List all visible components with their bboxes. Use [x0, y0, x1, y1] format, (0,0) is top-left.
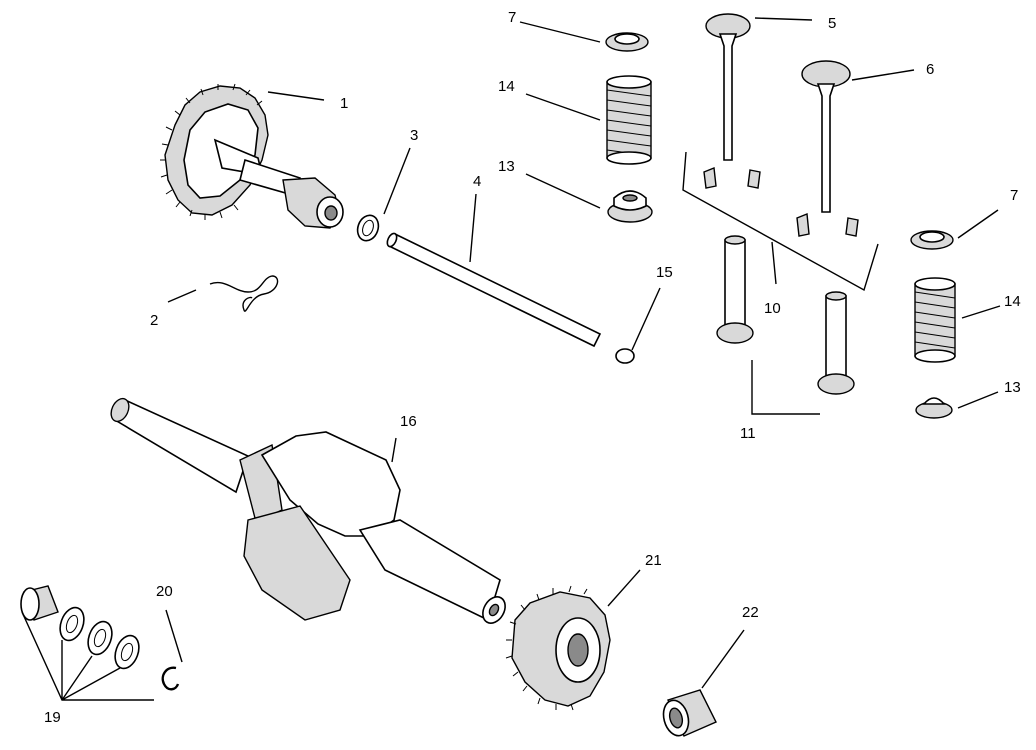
callout-5: 5 [828, 15, 836, 32]
callout-11: 11 [740, 425, 756, 442]
valve-keepers-part [682, 151, 879, 292]
crank-gear-part [505, 585, 611, 711]
callout-22: 22 [742, 604, 759, 621]
callout-2: 2 [150, 312, 158, 329]
valve-rotator-right-part [915, 397, 953, 419]
leader-lines [21, 17, 1001, 701]
rod-part [386, 232, 602, 348]
callout-19: 19 [44, 709, 61, 726]
crankshaft-part [110, 397, 506, 624]
valve-5-part [705, 13, 751, 161]
washer-part [356, 214, 380, 242]
wire-spring-part [209, 275, 279, 312]
spring-retainer-top-part [605, 32, 649, 52]
callout-13-top: 13 [498, 158, 515, 175]
callout-13-right: 13 [1004, 379, 1021, 396]
callout-labels: 1 2 3 4 5 6 7 7 10 11 13 13 14 14 15 16 … [44, 9, 1021, 726]
pin-part [615, 348, 635, 364]
spring-retainer-right-part [910, 230, 954, 250]
callout-3: 3 [410, 127, 418, 144]
callout-7-right: 7 [1010, 187, 1018, 204]
tappet-right-part [817, 291, 855, 395]
tappet-left-part [716, 235, 754, 344]
callout-20: 20 [156, 583, 173, 600]
valve-6-part [801, 60, 851, 213]
callout-4: 4 [473, 173, 481, 190]
callout-15: 15 [656, 264, 673, 281]
valve-rotator-top-part [607, 190, 653, 223]
callout-21: 21 [645, 552, 662, 569]
snap-ring-part [161, 666, 180, 691]
callout-14-top: 14 [498, 78, 515, 95]
callout-14-right: 14 [1004, 293, 1021, 310]
camshaft-gear-part [160, 83, 344, 229]
callout-7-top: 7 [508, 9, 516, 26]
bearing-and-shims-part [20, 585, 140, 670]
callout-6: 6 [926, 61, 934, 78]
valve-spring-right-part [914, 277, 956, 363]
callout-16: 16 [400, 413, 417, 430]
callout-1: 1 [340, 95, 348, 112]
callout-10: 10 [764, 300, 781, 317]
valve-spring-top-part [606, 75, 652, 165]
needle-bearing-part [662, 689, 717, 737]
